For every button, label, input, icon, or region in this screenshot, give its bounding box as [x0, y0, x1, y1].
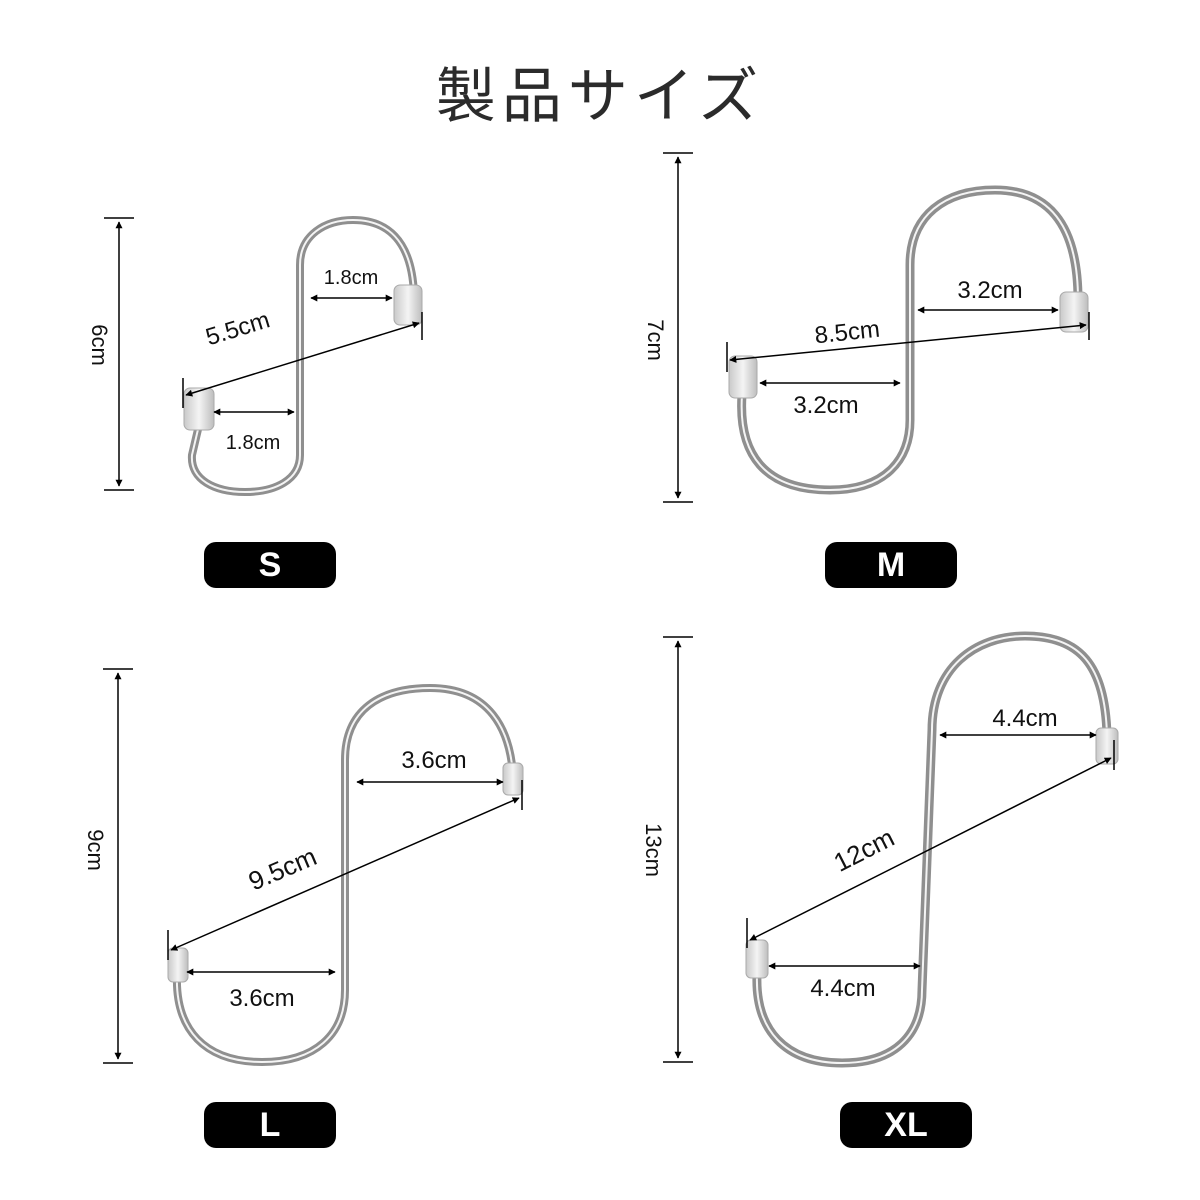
hook-l-bottom-gap-label: 3.6cm	[229, 985, 294, 1012]
hook-m-top-gap-label: 3.2cm	[957, 277, 1022, 304]
hook-l-length-arrow	[170, 797, 520, 951]
hook-xl-cap-bottom	[745, 939, 769, 979]
hook-s-top-gap-label: 1.8cm	[324, 267, 378, 289]
hook-m-cap-bottom	[728, 355, 758, 399]
size-badge-l: L	[204, 1102, 336, 1148]
size-badge-xl: XL	[840, 1102, 972, 1148]
hook-s-length-arrow	[185, 321, 420, 397]
hook-xl-height-label: 13cm	[641, 823, 666, 877]
hook-s-group: 6cm 5.5cm 1.8cm 1.8cm	[87, 215, 423, 497]
size-badge-m: M	[825, 542, 957, 588]
hook-l-height-label: 9cm	[83, 829, 108, 871]
hook-m-height-label: 7cm	[643, 319, 668, 361]
hook-xl-top-gap-label: 4.4cm	[992, 705, 1057, 732]
hook-m-length-label: 8.5cm	[813, 316, 881, 350]
hook-l-cap-top	[502, 762, 524, 796]
hook-s-length-label: 5.5cm	[203, 306, 273, 351]
hook-m-length-arrow	[729, 322, 1087, 363]
hook-s-cap-top	[393, 284, 423, 326]
hook-l-length-label: 9.5cm	[244, 841, 321, 896]
hook-s-height-label: 6cm	[87, 324, 112, 366]
hook-s-bottom-gap-label: 1.8cm	[226, 432, 280, 454]
hook-l-group: 9cm 9.5cm 3.6cm 3.6cm	[83, 668, 524, 1067]
hook-l-cap-bottom	[167, 947, 189, 983]
hook-m-bottom-gap-label: 3.2cm	[793, 392, 858, 419]
hook-m-group: 7cm 8.5cm 3.2cm 3.2cm	[643, 152, 1090, 503]
hook-l-top-gap-label: 3.6cm	[401, 747, 466, 774]
hook-xl-group: 13cm 12cm 4.4cm 4.4cm	[641, 631, 1119, 1068]
hook-xl-length-arrow	[749, 757, 1112, 941]
hook-xl-bottom-gap-label: 4.4cm	[810, 975, 875, 1002]
size-badge-s: S	[204, 542, 336, 588]
page-title: 製品サイズ	[435, 62, 765, 132]
